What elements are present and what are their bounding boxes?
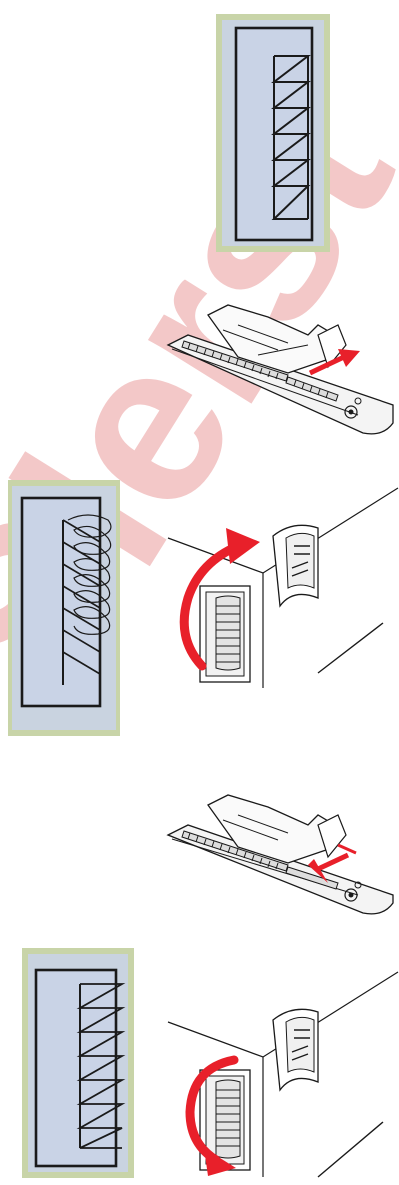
stitch-width-dial-icon xyxy=(168,488,398,688)
stitch-sample-overcast-loops xyxy=(8,480,120,736)
stitch-sample-zigzag-over-edge xyxy=(22,948,134,1178)
stitch-sample-zigzag-right-edge xyxy=(216,14,330,252)
stitch-width-dial-icon xyxy=(168,972,398,1182)
dial-turn-up xyxy=(168,488,398,688)
stitch-sample-icon xyxy=(216,14,330,252)
presser-foot-icon xyxy=(168,305,393,440)
dial-turn-down xyxy=(168,972,398,1182)
stitch-sample-icon xyxy=(8,480,120,736)
presser-foot-adjust-inward xyxy=(168,795,393,915)
stitch-sample-icon xyxy=(22,948,134,1178)
presser-foot-icon xyxy=(168,795,393,915)
presser-foot-adjust-outward xyxy=(168,305,393,440)
